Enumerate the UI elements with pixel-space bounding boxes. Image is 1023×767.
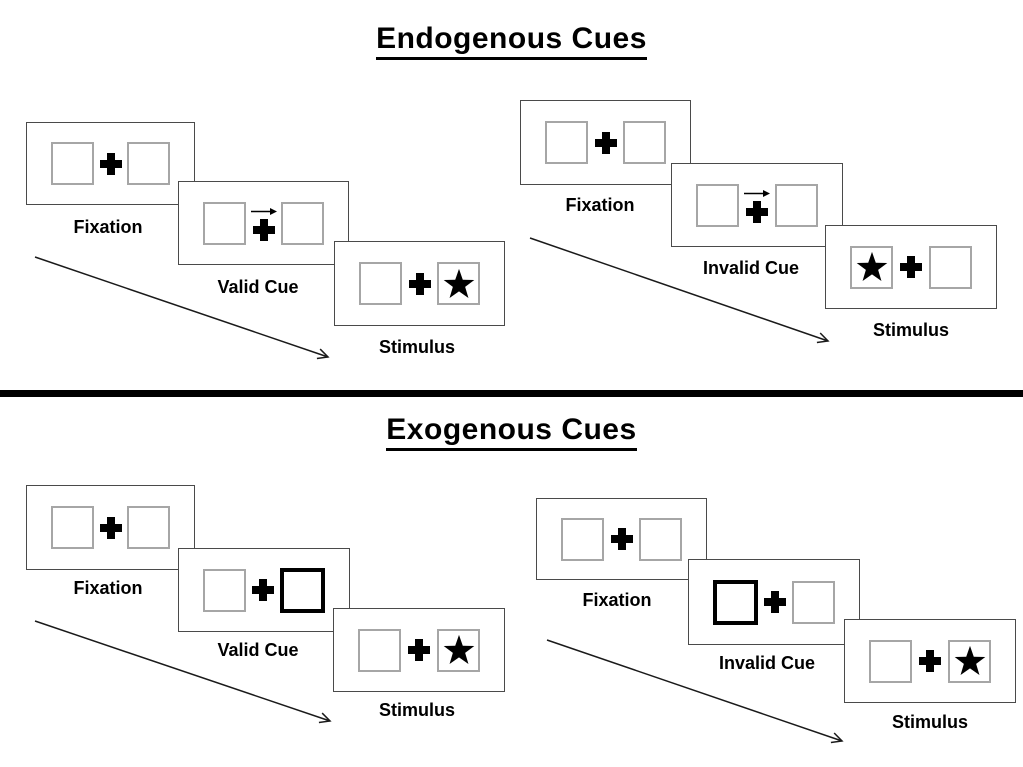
timeline-arrow-endogenous-valid	[34, 256, 330, 360]
left-target-box	[203, 201, 246, 245]
fixation-panel	[520, 100, 691, 185]
left-target-box	[51, 142, 94, 185]
star-stimulus-icon	[443, 634, 474, 664]
step-label: Fixation	[73, 217, 143, 237]
left-target-box	[850, 245, 893, 289]
step-label: Stimulus	[378, 337, 455, 357]
fixation-cross-icon	[252, 579, 274, 601]
invalid-cue-panel	[671, 163, 843, 247]
left-target-box	[561, 517, 604, 561]
right-target-box	[437, 262, 480, 305]
fixation-cross-icon	[99, 152, 122, 175]
step-label: Fixation	[582, 590, 652, 610]
right-target-box	[437, 628, 480, 672]
right-target-box	[639, 517, 682, 561]
step-label: Stimulus	[378, 700, 455, 720]
cue-direction-arrow-icon	[250, 207, 277, 215]
step-label: Invalid Cue	[702, 258, 800, 278]
cue-highlight-box	[713, 579, 758, 625]
section-title-exogenous: Exogenous Cues	[0, 413, 1023, 451]
valid-cue-panel	[178, 181, 349, 265]
step-label: Invalid Cue	[718, 653, 816, 673]
left-target-box	[869, 639, 912, 683]
stimulus-panel	[844, 619, 1016, 703]
timeline-arrow-exogenous-valid	[34, 620, 332, 724]
invalid-cue-panel	[688, 559, 860, 645]
fixation-cross-icon	[594, 131, 617, 154]
step-label: Fixation	[565, 195, 635, 215]
right-target-box	[623, 121, 666, 164]
fixation-panel	[536, 498, 707, 580]
timeline-arrow-endogenous-invalid	[529, 237, 830, 344]
fixation-panel	[26, 122, 195, 205]
section-divider	[0, 390, 1023, 397]
fixation-cross-icon	[610, 528, 633, 550]
stimulus-panel	[333, 608, 505, 692]
left-target-box	[359, 262, 402, 305]
stimulus-panel	[825, 225, 997, 309]
right-target-box	[948, 639, 991, 683]
step-label: Stimulus	[891, 712, 968, 732]
left-target-box	[203, 568, 246, 612]
cue-direction-arrow-icon	[744, 189, 770, 197]
left-target-box	[545, 121, 588, 164]
right-target-box	[127, 506, 170, 549]
left-target-box	[358, 628, 401, 672]
left-target-box	[696, 183, 739, 227]
step-label: Fixation	[73, 578, 143, 598]
fixation-cross-icon	[919, 650, 941, 672]
central-cue	[250, 206, 278, 241]
fixation-cross-icon	[746, 200, 768, 223]
valid-cue-panel	[178, 548, 350, 632]
step-label: Valid Cue	[217, 640, 299, 660]
fixation-cross-icon	[99, 516, 122, 539]
fixation-cross-icon	[408, 272, 431, 295]
stimulus-panel	[334, 241, 505, 326]
star-stimulus-icon	[856, 251, 887, 281]
fixation-cross-icon	[764, 591, 786, 613]
right-target-box	[775, 183, 818, 227]
fixation-panel	[26, 485, 195, 570]
fixation-cross-icon	[252, 218, 275, 241]
section-title-endogenous: Endogenous Cues	[0, 22, 1023, 60]
cue-highlight-box	[280, 567, 325, 613]
fixation-cross-icon	[900, 256, 922, 278]
right-target-box	[929, 245, 972, 289]
right-target-box	[792, 580, 835, 624]
left-target-box	[51, 506, 94, 549]
step-label: Stimulus	[872, 320, 949, 340]
right-target-box	[127, 142, 170, 185]
star-stimulus-icon	[954, 645, 985, 675]
fixation-cross-icon	[408, 639, 430, 661]
central-cue	[743, 188, 771, 223]
step-label: Valid Cue	[217, 277, 299, 297]
star-stimulus-icon	[443, 268, 474, 298]
right-target-box	[281, 201, 324, 245]
